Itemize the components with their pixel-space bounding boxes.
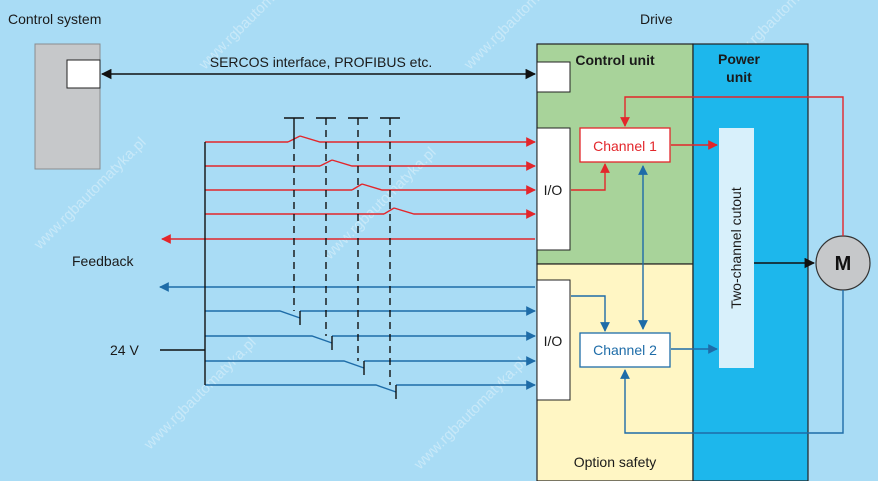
io-bottom-label: I/O — [544, 333, 563, 349]
input-line-8 — [205, 385, 535, 392]
supply-bus — [160, 142, 206, 385]
input-line-6 — [205, 336, 535, 343]
channel-1-label: Channel 1 — [593, 138, 657, 154]
switch-contact — [383, 207, 395, 215]
feedback-label: Feedback — [72, 253, 134, 269]
input-line-7 — [205, 361, 535, 368]
power-unit-label-line2: unit — [726, 69, 752, 85]
drive-bus-port — [536, 61, 571, 93]
io-to-channel-1-arrow — [571, 163, 610, 191]
voltage-label: 24 V — [110, 342, 139, 358]
io-top-label: I/O — [544, 182, 563, 198]
switch-contact — [319, 159, 333, 167]
input-line-5 — [205, 311, 535, 318]
channel-1-wiring — [161, 96, 844, 244]
channel-2-wiring — [159, 282, 844, 434]
two-channel-cutout-box — [719, 128, 754, 368]
watermark-text: www.rgbautomatyka.pl — [410, 354, 529, 473]
switch-actuator-3 — [348, 117, 368, 361]
power-unit-label-line1: Power — [718, 51, 761, 67]
motor-label: M — [835, 253, 852, 275]
input-line-3 — [205, 184, 535, 190]
control-unit-label: Control unit — [575, 52, 655, 68]
drive-label: Drive — [640, 11, 673, 27]
control-system-port — [66, 59, 101, 89]
io-to-channel-2-arrow — [571, 295, 610, 332]
two-channel-cutout-label: Two-channel cutout — [728, 187, 744, 309]
control-system-label: Control system — [8, 11, 101, 27]
input-line-2 — [205, 160, 535, 166]
motor-feedback-line-blue — [620, 290, 844, 434]
bus-label: SERCOS interface, PROFIBUS etc. — [210, 54, 433, 70]
switch-actuator-1 — [284, 117, 304, 311]
motor-feedback-line-red — [620, 96, 844, 236]
switch-actuator-2 — [316, 117, 336, 336]
option-safety-label: Option safety — [574, 454, 657, 470]
input-line-1 — [205, 136, 535, 142]
watermark-text: www.rgbautomatyka.pl — [140, 334, 259, 453]
switch-actuator-4 — [380, 117, 400, 385]
safety-switches — [284, 117, 400, 399]
switch-contact — [351, 183, 363, 191]
channel-2-label: Channel 2 — [593, 342, 657, 358]
channel-2-box — [579, 332, 671, 368]
channel-1-box — [579, 127, 671, 163]
